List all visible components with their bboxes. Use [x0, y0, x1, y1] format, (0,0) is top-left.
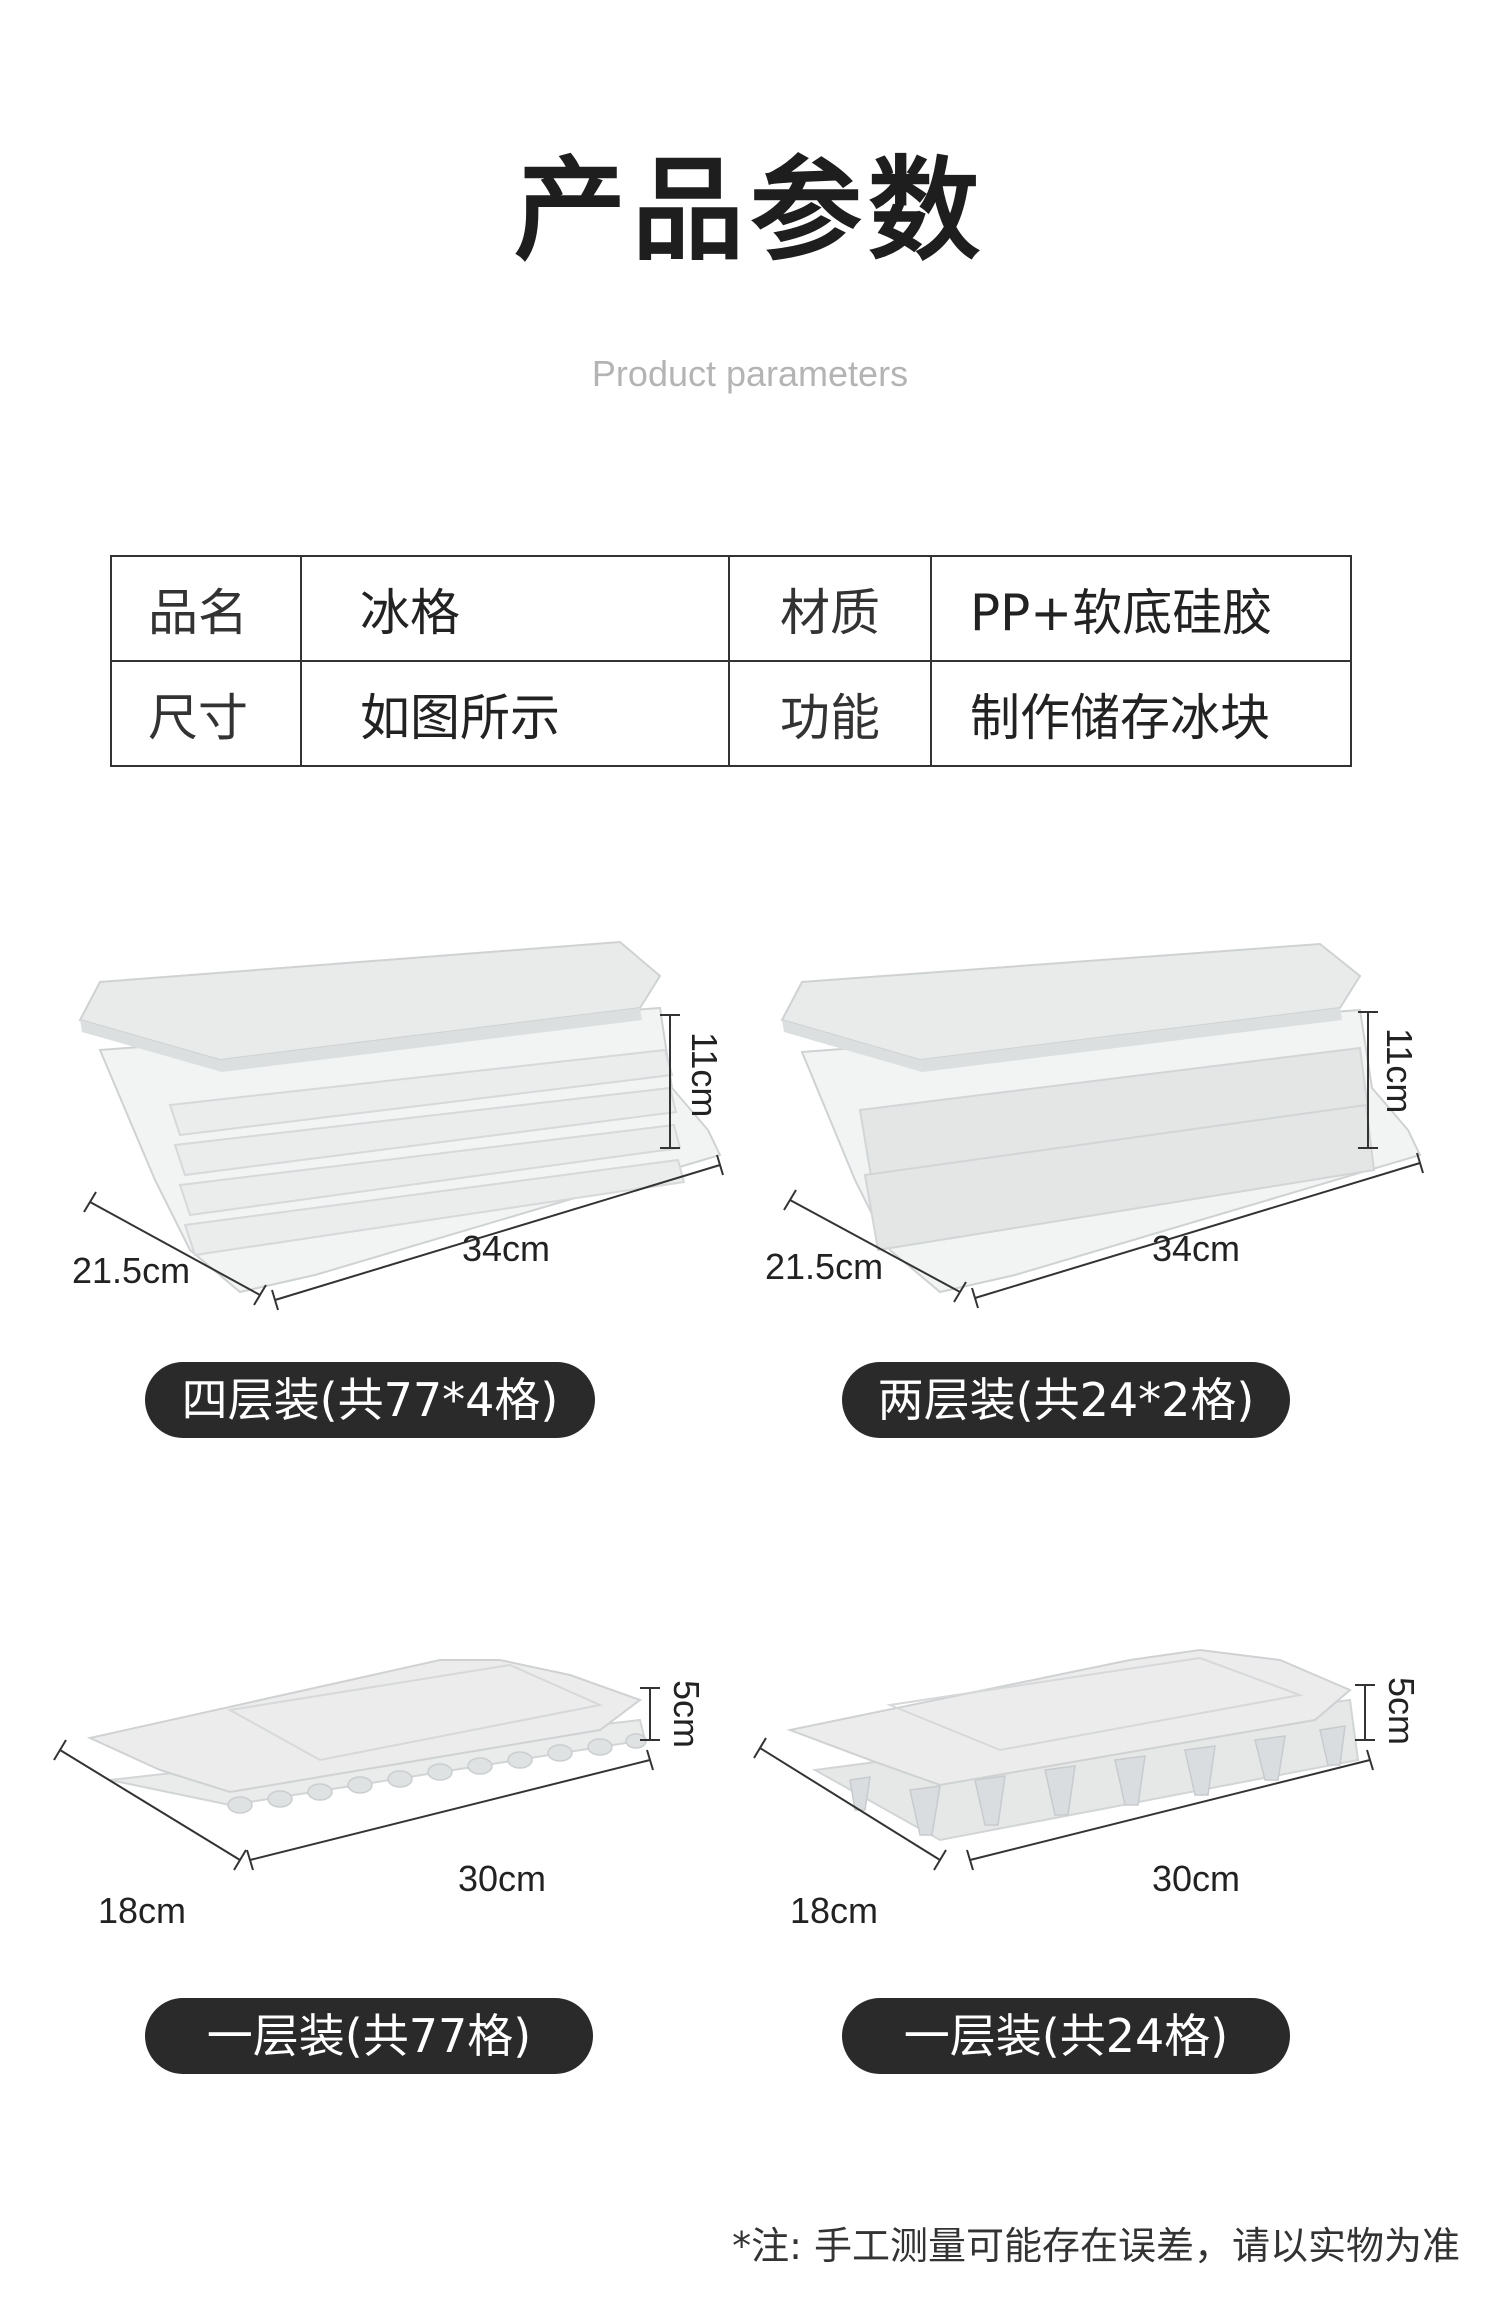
- spec-value-size: 如图所示: [300, 660, 730, 767]
- length-label: 30cm: [1152, 1858, 1241, 1899]
- width-label: 21.5cm: [765, 1246, 884, 1287]
- product-label-pill: 一层装(共24格): [842, 1998, 1290, 2074]
- length-label: 30cm: [458, 1858, 547, 1899]
- height-label: 11cm: [1379, 1028, 1420, 1114]
- spec-key-name: 品名: [110, 555, 302, 662]
- length-label: 34cm: [462, 1228, 551, 1269]
- page-title: 产品参数: [514, 146, 986, 276]
- length-label: 34cm: [1152, 1228, 1241, 1269]
- spec-key-size: 尺寸: [110, 660, 302, 767]
- product-label-pill: 四层装(共77*4格): [145, 1362, 595, 1438]
- measurement-note: *注: 手工测量可能存在误差，请以实物为准: [732, 2224, 1460, 2268]
- spec-value-name: 冰格: [300, 555, 730, 662]
- height-label: 5cm: [1381, 1677, 1422, 1746]
- width-label: 21.5cm: [72, 1250, 191, 1291]
- spec-row: 品名 冰格 材质 PP+软底硅胶: [110, 555, 1352, 662]
- width-label: 18cm: [790, 1890, 879, 1931]
- spec-key-function: 功能: [728, 660, 932, 767]
- height-label: 5cm: [666, 1680, 707, 1749]
- spec-table: 品名 冰格 材质 PP+软底硅胶 尺寸 如图所示 功能 制作储存冰块: [110, 555, 1352, 767]
- spec-row: 尺寸 如图所示 功能 制作储存冰块: [110, 660, 1352, 767]
- spec-value-function: 制作储存冰块: [930, 660, 1352, 767]
- spec-key-material: 材质: [728, 555, 932, 662]
- tray-layers: [168, 1048, 686, 1257]
- page-subtitle: Product parameters: [591, 353, 909, 394]
- one-layer-24-tray-image: [753, 1648, 1375, 1871]
- spec-value-material: PP+软底硅胶: [930, 555, 1352, 662]
- product-label-pill: 一层装(共77格): [145, 1998, 593, 2074]
- one-layer-77-tray-image: [53, 1659, 660, 1871]
- product-one-layer-24: 5cm 18cm 30cm: [753, 1620, 1460, 2180]
- four-layer-tray-image: [78, 940, 724, 1311]
- product-label-pill: 两层装(共24*2格): [842, 1362, 1290, 1438]
- product-two-layer: 11cm 21.5cm 34cm: [760, 920, 1460, 1480]
- product-one-layer-77: 5cm 18cm 30cm: [40, 1620, 740, 2180]
- two-layer-tray-image: [780, 942, 1424, 1309]
- product-four-layer: 11cm 21.5cm 34cm: [60, 920, 760, 1480]
- height-label: 11cm: [684, 1032, 725, 1118]
- width-label: 18cm: [98, 1890, 187, 1931]
